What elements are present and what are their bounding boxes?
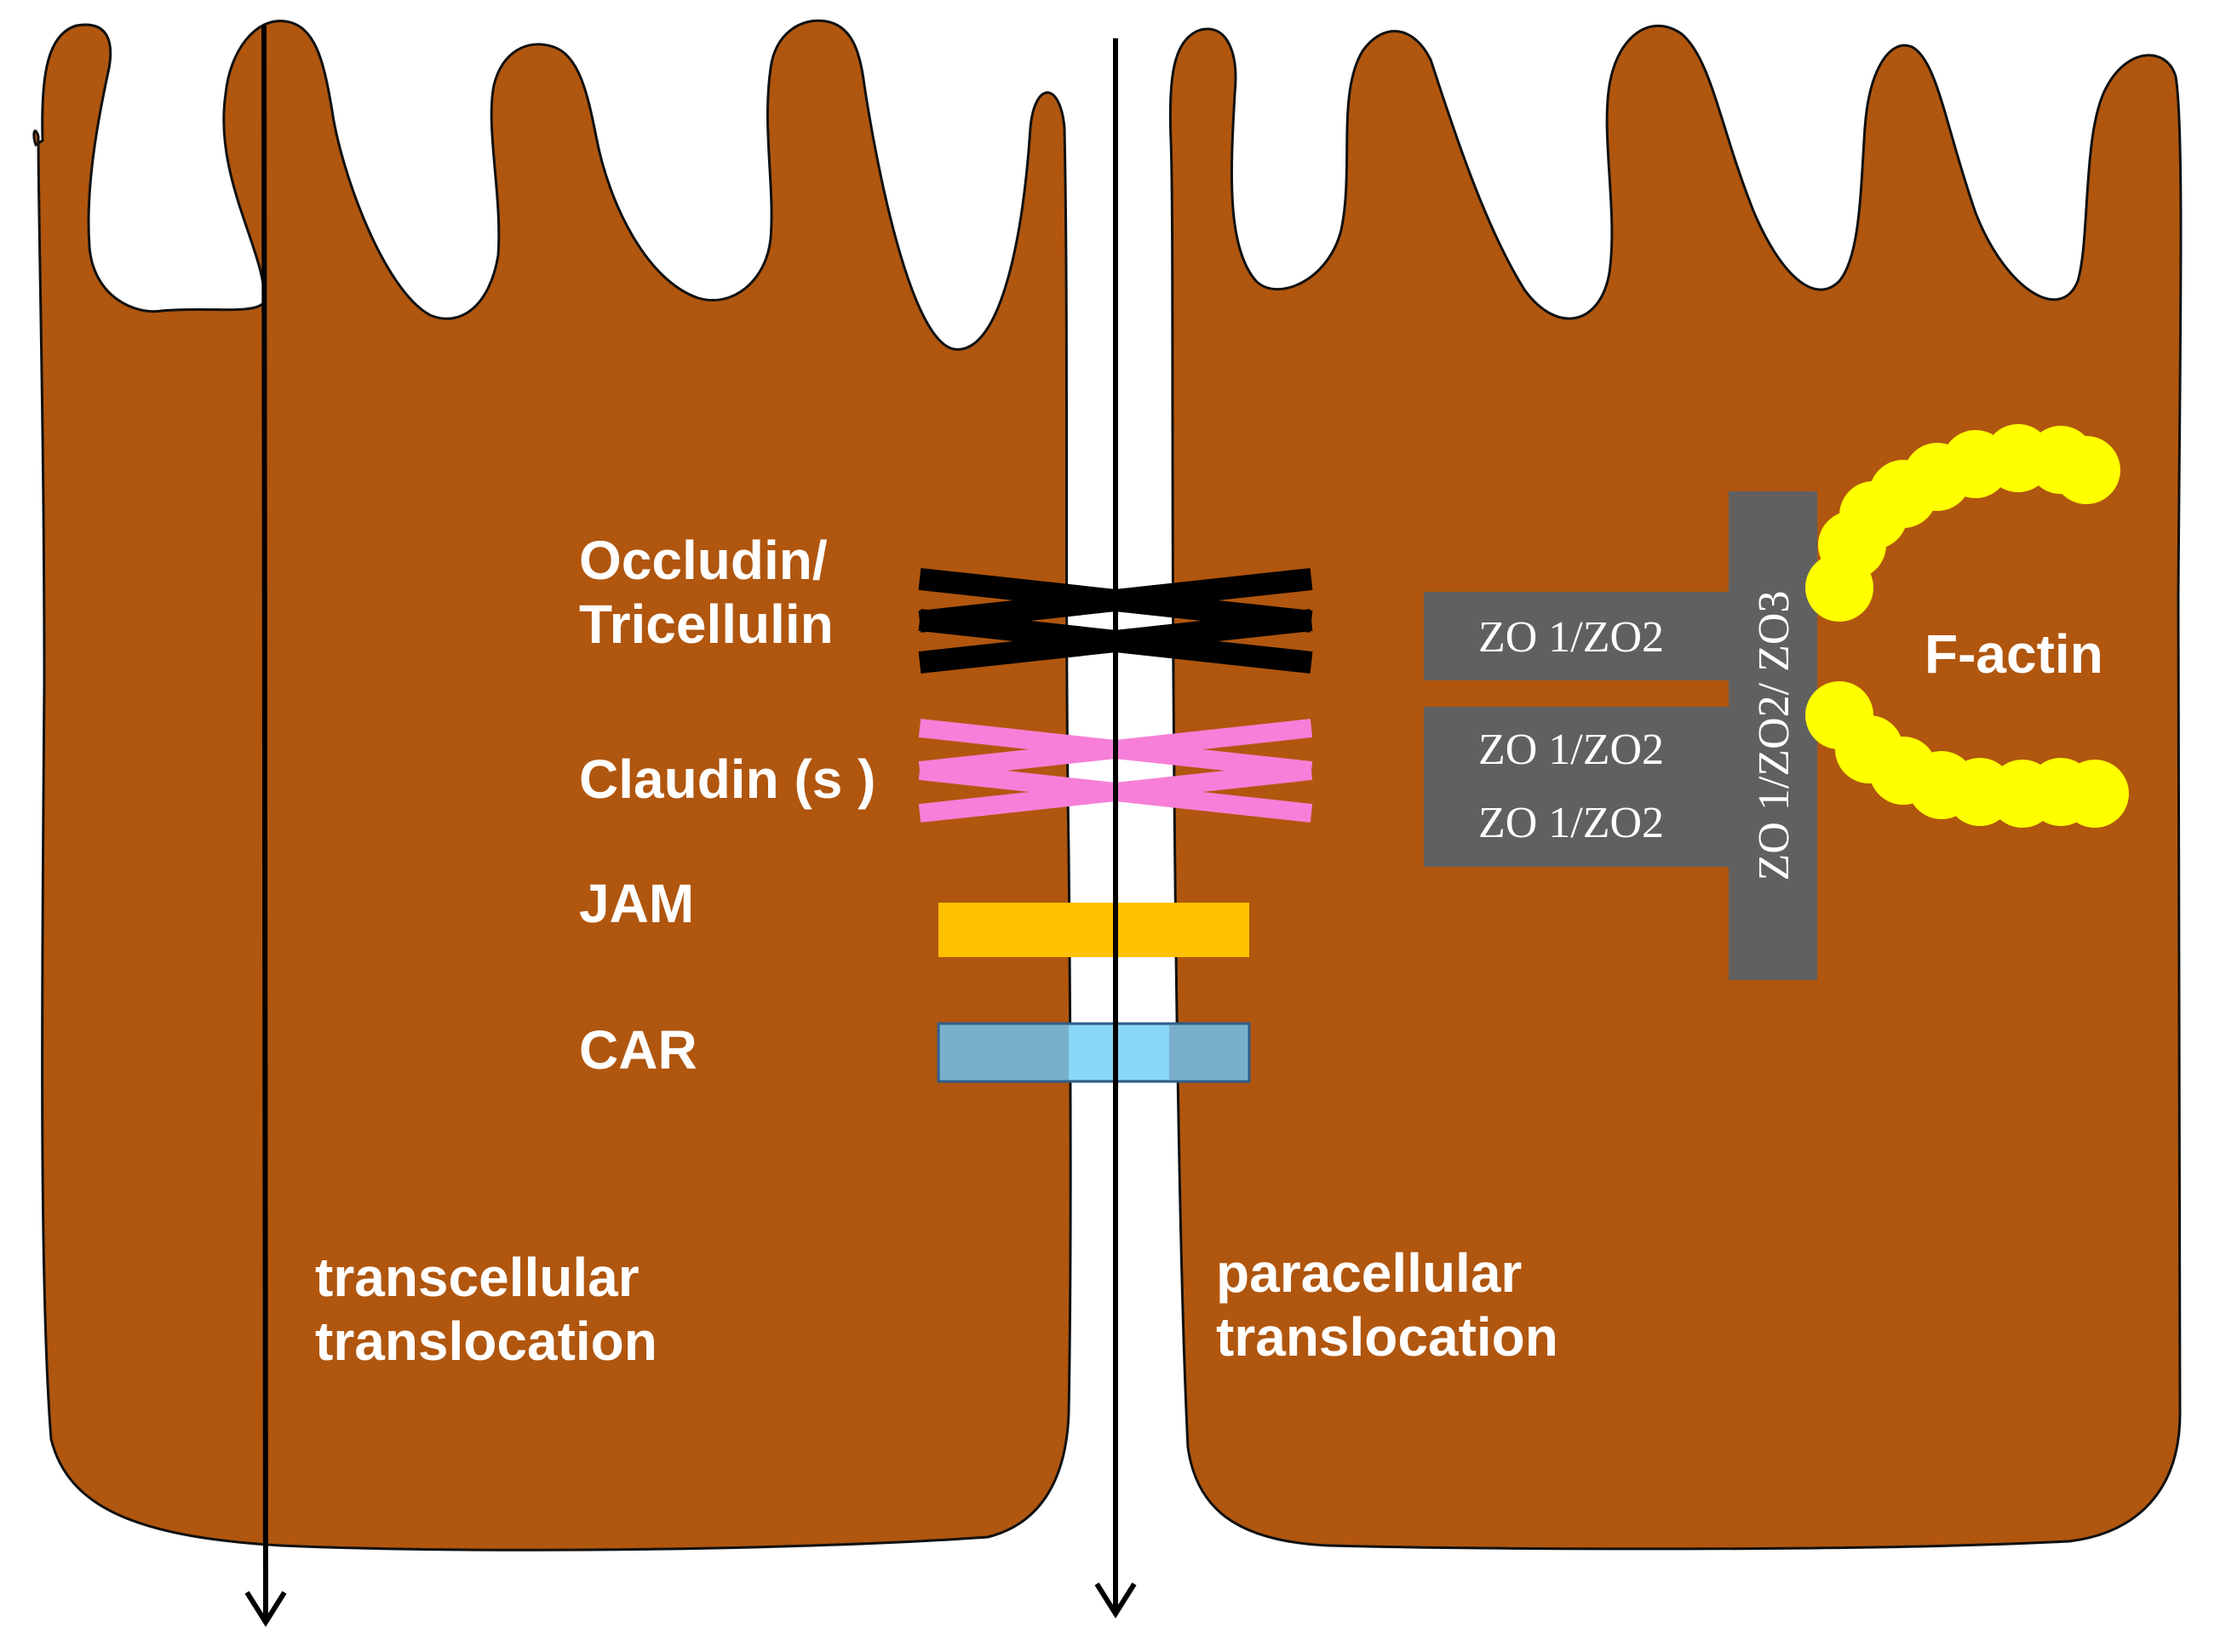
zo-bottom-label: ZO 1/ZO2 [1478,799,1664,847]
transcellular-label-line1: transcellular [315,1247,640,1308]
transcellular-arrow-head [244,1591,287,1627]
transcellular-arrow [244,25,287,1627]
transcellular-arrow-shaft [261,25,268,1623]
zo-complex: ZO 1/ZO2 ZO 1/ZO2 ZO 1/ZO2 ZO 1/ZO2/ ZO3 [1424,491,1817,980]
paracellular-arrow-head [1094,1582,1137,1619]
paracellular-label-line1: paracellular [1216,1242,1522,1304]
jam-label: JAM [579,873,694,934]
car-label: CAR [579,1019,697,1081]
f-actin-upper-bead-9 [2052,436,2120,504]
transcellular-label-line2: translocation [315,1311,657,1372]
claudin-label: Claudin (s ) [579,749,875,810]
occludin-label-line2: Tricellulin [579,594,834,655]
zo-top-label: ZO 1/ZO2 [1478,613,1664,662]
f-actin-filaments [1805,424,2129,828]
zo-vertical-label: ZO 1/ZO2/ ZO3 [1750,591,1798,881]
left-cell [32,19,1072,1552]
paracellular-label-line2: translocation [1216,1306,1558,1368]
zo-middle-label: ZO 1/ZO2 [1478,726,1664,774]
occludin-label-line1: Occludin/ [579,530,828,591]
car-bar-gap [1069,1025,1169,1080]
jam-bar [938,903,1249,957]
car-bar [937,1022,1251,1083]
zo-vertical-box [1729,491,1817,980]
paracellular-arrow [1094,38,1137,1619]
zo-top-box [1424,592,1730,680]
f-actin-lower-bead-8 [2061,760,2129,828]
f-actin-label: F-actin [1925,623,2103,685]
zo-lower-box [1424,707,1730,867]
